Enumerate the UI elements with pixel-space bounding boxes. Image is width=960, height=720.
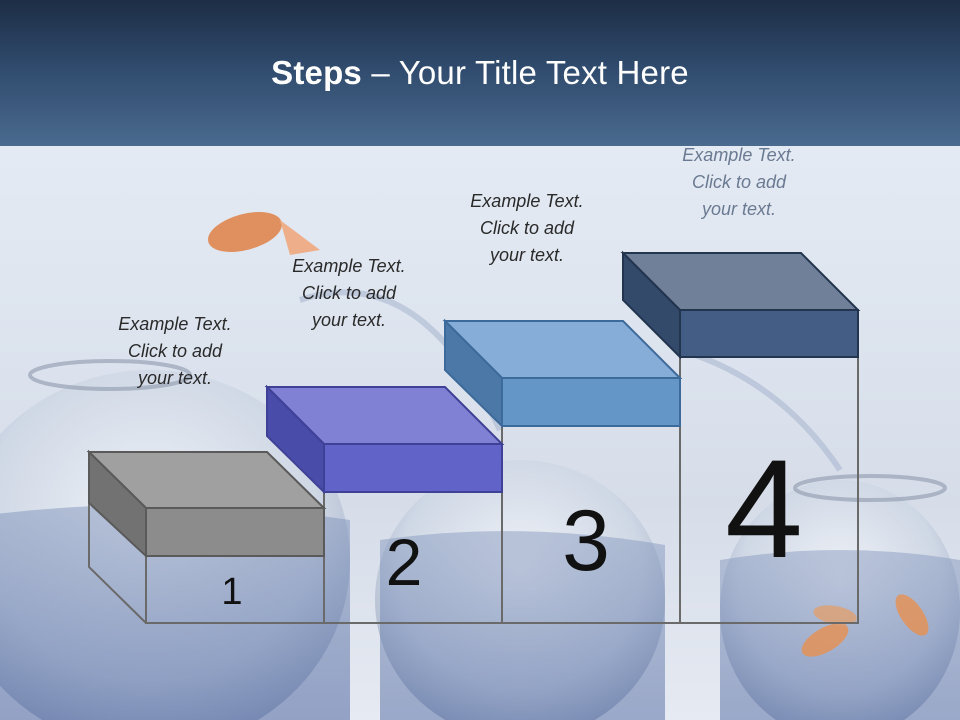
caption-line: Example Text. <box>470 191 584 211</box>
slide-title[interactable]: Steps – Your Title Text Here <box>0 54 960 92</box>
step-3-block[interactable] <box>442 318 683 429</box>
title-bar: Steps – Your Title Text Here <box>0 0 960 146</box>
caption-line: Click to add <box>691 172 787 192</box>
caption-line: your text. <box>489 245 565 265</box>
caption-line: Example Text. <box>292 256 406 276</box>
step-1-caption[interactable]: Example Text. Click to add your text. <box>80 311 270 392</box>
title-rest: – Your Title Text Here <box>362 54 689 91</box>
step-4-number: 4 <box>725 430 803 587</box>
caption-line: your text. <box>701 199 777 219</box>
caption-line: Example Text. <box>682 145 796 165</box>
step-1-side <box>88 503 147 624</box>
step-4-caption[interactable]: Example Text. Click to add your text. <box>644 142 834 223</box>
caption-line: Click to add <box>479 218 575 238</box>
step-2-caption[interactable]: Example Text. Click to add your text. <box>254 253 444 334</box>
title-bold: Steps <box>271 54 362 91</box>
step-4-block[interactable] <box>620 250 861 360</box>
step-2-number: 2 <box>386 525 423 599</box>
step-1-block[interactable] <box>86 449 327 559</box>
caption-line: your text. <box>137 368 213 388</box>
step-2-block[interactable] <box>264 384 505 495</box>
step-3-caption[interactable]: Example Text. Click to add your text. <box>432 188 622 269</box>
caption-line: your text. <box>311 310 387 330</box>
step-1-number: 1 <box>221 571 242 613</box>
caption-line: Click to add <box>127 341 223 361</box>
caption-line: Click to add <box>301 283 397 303</box>
step-3-number: 3 <box>562 493 610 589</box>
caption-line: Example Text. <box>118 314 232 334</box>
